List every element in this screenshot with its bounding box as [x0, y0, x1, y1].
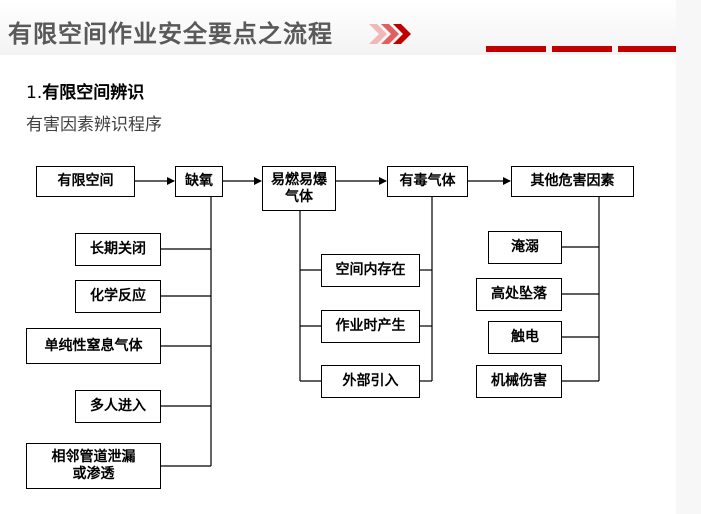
box-multiple-entry: 多人进入 — [75, 390, 161, 423]
box-flammable-explosive-gas: 易燃易爆 气体 — [262, 166, 336, 211]
box-existing-in-space: 空间内存在 — [321, 254, 420, 287]
box-produced-during-work: 作业时产生 — [321, 310, 420, 343]
box-mechanical-injury: 机械伤害 — [476, 365, 562, 398]
box-pipe-leak: 相邻管道泄漏 或渗透 — [26, 443, 161, 489]
right-margin — [676, 0, 701, 514]
section-number: 1. — [26, 83, 43, 103]
box-confined-space: 有限空间 — [36, 166, 135, 197]
box-electric-shock: 触电 — [488, 321, 562, 354]
box-external-intro: 外部引入 — [321, 365, 420, 398]
page-title: 有限空间作业安全要点之流程 — [8, 20, 333, 48]
box-drowning: 淹溺 — [488, 231, 562, 264]
accent-bar — [486, 46, 676, 52]
section-label: 有限空间辨识 — [42, 83, 145, 103]
box-long-term-closed: 长期关闭 — [75, 233, 161, 266]
box-simple-asphyxiant: 单纯性窒息气体 — [26, 328, 161, 364]
chevron-right-icon — [369, 24, 411, 44]
subtitle: 有害因素辨识程序 — [26, 115, 162, 135]
box-other-hazards: 其他危害因素 — [511, 166, 634, 197]
box-toxic-gas: 有毒气体 — [387, 166, 468, 197]
box-chemical-reaction: 化学反应 — [75, 280, 161, 313]
header-bar: 有限空间作业安全要点之流程 — [0, 0, 676, 55]
box-oxygen-deficiency: 缺氧 — [175, 166, 223, 197]
section-heading: 1.有限空间辨识 — [26, 78, 144, 103]
box-fall-from-height: 高处坠落 — [476, 278, 562, 311]
